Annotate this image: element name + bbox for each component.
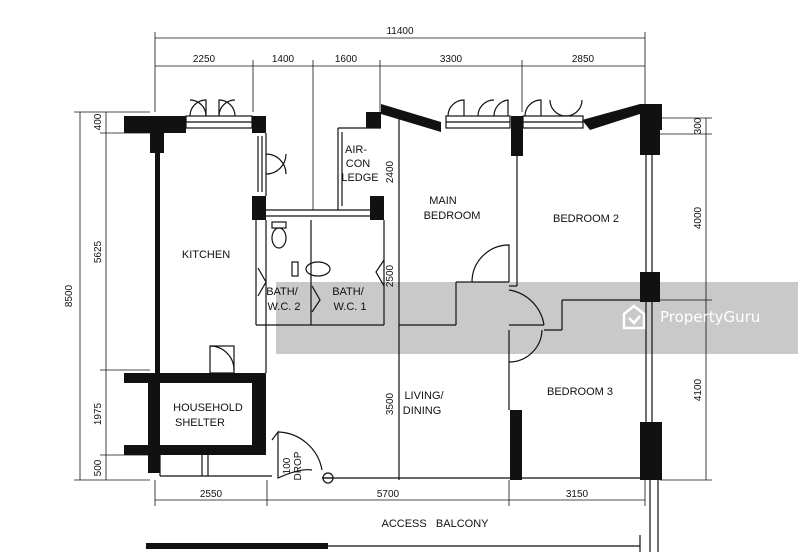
dim-top-3: 1600	[335, 54, 358, 65]
label-bedroom-2: BEDROOM 2	[553, 213, 619, 225]
dim-inner-2500: 2500	[385, 264, 396, 287]
dim-left-3: 1975	[93, 402, 104, 425]
dim-left-4: 500	[93, 459, 104, 476]
label-kitchen: KITCHEN	[182, 249, 230, 261]
dim-left-2: 5625	[93, 240, 104, 263]
watermark: PropertyGuru	[622, 304, 760, 330]
walls	[124, 104, 662, 480]
dim-bottom-1: 2550	[200, 489, 223, 500]
label-aircon-1: AIR-	[345, 144, 367, 156]
dim-total-width: 11400	[386, 26, 414, 37]
dim-top-4: 3300	[440, 54, 463, 65]
label-drop: DROP	[293, 451, 304, 480]
dim-left-1: 400	[93, 113, 104, 130]
dim-right-1: 300	[693, 117, 704, 134]
watermark-text: PropertyGuru	[660, 308, 760, 326]
dim-bottom-2: 5700	[377, 489, 400, 500]
label-main-bedroom-2: BEDROOM	[424, 210, 481, 222]
dim-top-2: 1400	[272, 54, 295, 65]
dim-inner-3500: 3500	[385, 392, 396, 415]
dim-right-2: 4000	[693, 206, 704, 229]
label-bath2-1: BATH/	[266, 286, 299, 298]
label-main-bedroom-1: MAIN	[429, 195, 457, 207]
label-household-shelter-2: SHELTER	[175, 417, 225, 429]
label-bath2-2: W.C. 2	[267, 301, 300, 313]
label-living-2: DINING	[403, 405, 442, 417]
fixtures	[271, 221, 331, 277]
watermark-band	[276, 282, 798, 354]
label-living-1: LIVING/	[404, 390, 444, 402]
dim-bottom-3: 3150	[566, 489, 589, 500]
bottom-dimensions: 2550 5700 3150	[154, 480, 646, 506]
right-dimensions: 300 4000 4100	[660, 117, 712, 481]
top-dimensions: 11400 2250 1400 1600 3300 2850	[154, 26, 646, 210]
left-dimensions: 8500 400 5625 1975 500	[64, 111, 150, 481]
label-aircon-3: LEDGE	[341, 172, 378, 184]
dim-inner-100: 100	[282, 457, 293, 474]
interior-lines	[201, 116, 640, 480]
label-bath1-1: BATH/	[332, 286, 365, 298]
dim-inner-2400: 2400	[385, 160, 396, 183]
doors	[209, 153, 545, 484]
propertyguru-logo-icon	[622, 304, 646, 330]
access-balcony-lines	[146, 480, 659, 552]
dim-right-3: 4100	[693, 378, 704, 401]
dim-top-1: 2250	[193, 54, 216, 65]
label-bath1-2: W.C. 1	[333, 301, 366, 313]
dim-top-5: 2850	[572, 54, 595, 65]
windows	[185, 99, 584, 129]
label-access-balcony: ACCESS BALCONY	[382, 518, 490, 530]
dim-left-total: 8500	[64, 284, 75, 307]
label-household-shelter-1: HOUSEHOLD	[173, 402, 243, 414]
label-bedroom-3: BEDROOM 3	[547, 386, 613, 398]
label-aircon-2: CON	[346, 158, 371, 170]
